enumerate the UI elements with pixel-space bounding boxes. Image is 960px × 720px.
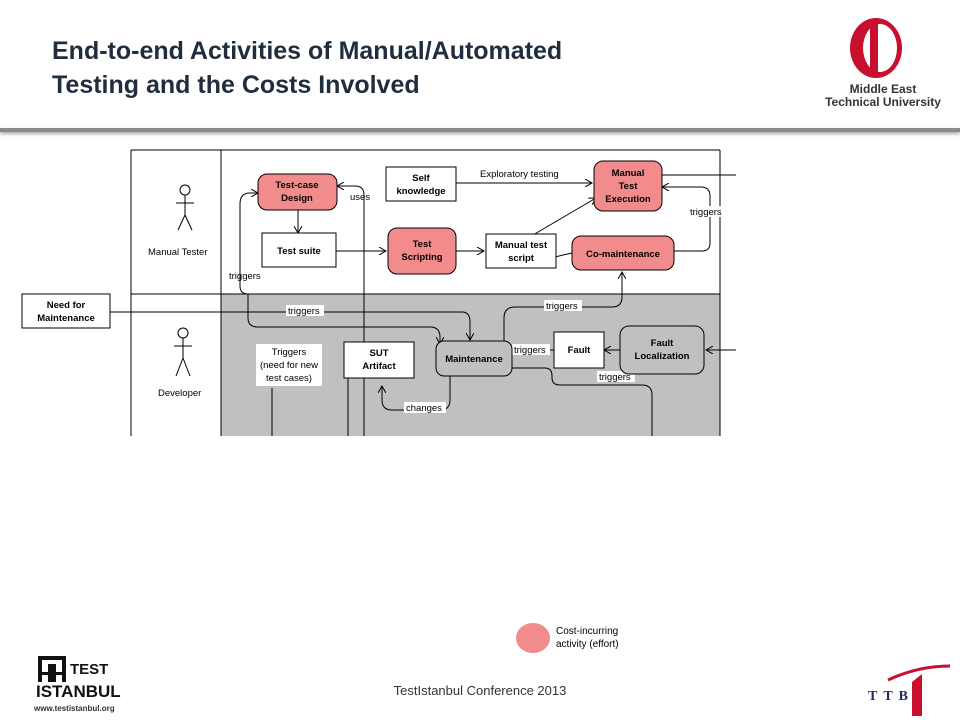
metu-name-line-2: Technical University [825, 95, 941, 109]
node-manual-test-execution-line-2: Test [619, 181, 639, 192]
node-sut-artifact-line-2: Artifact [362, 361, 396, 372]
legend-label-line-2: activity (effort) [556, 639, 619, 650]
label-triggers-top: triggers [546, 301, 578, 312]
node-self-knowledge: Self knowledge [385, 166, 457, 202]
node-triggers-note-line-1: Triggers [272, 347, 307, 358]
label-triggers-bottom-bg [597, 371, 635, 382]
node-test-suite: Test suite [261, 232, 337, 268]
node-test-case-design-line-2: Design [281, 193, 313, 204]
node-triggers-note-line-2: (need for new [260, 360, 318, 371]
node-test-case-design-line-1: Test-case [275, 180, 318, 191]
label-triggers-need-bg [286, 305, 324, 316]
node-self-knowledge-line-2: knowledge [396, 186, 445, 197]
node-co-maintenance: Co-maintenance [571, 235, 675, 271]
legend-cost-swatch [516, 623, 550, 653]
developer-label: Developer [158, 388, 201, 399]
slide-footer: TestIstanbul Conference 2013 [393, 683, 567, 698]
node-test-case-design: Test-case Design [257, 173, 338, 211]
node-test-suite-label: Test suite [277, 246, 321, 257]
label-changes-bg [404, 402, 446, 413]
label-triggers-left: triggers [229, 271, 261, 282]
metu-name-line-1: Middle East [849, 82, 917, 96]
node-manual-test-execution-line-1: Manual [612, 168, 645, 179]
node-fault: Fault [553, 331, 605, 369]
ttb-logo-text: TTB [868, 689, 914, 704]
legend-label-line-1: Cost-incurring [556, 626, 619, 637]
testistanbul-test-text: TEST [70, 661, 108, 678]
node-need-for-maintenance-line-1: Need for [47, 300, 86, 311]
label-triggers-fault: triggers [514, 345, 546, 356]
node-test-scripting-line-1: Test [413, 239, 433, 250]
node-need-for-maintenance: Need for Maintenance [21, 293, 111, 329]
testistanbul-logo: TEST ISTANBUL [36, 656, 121, 701]
node-sut-artifact-line-1: SUT [370, 348, 389, 359]
ttb-logo: TTB [868, 664, 951, 716]
metu-logo-bar [870, 20, 878, 76]
node-fault-localization: Fault Localization [619, 325, 705, 375]
title-line-1: End-to-end Activities of Manual/Automate… [52, 37, 563, 65]
node-maintenance: Maintenance [435, 340, 513, 377]
label-triggers-right: triggers [690, 207, 722, 218]
node-manual-test-execution-line-3: Execution [605, 194, 651, 205]
slide-title: End-to-end Activities of Manual/Automate… [52, 34, 772, 102]
node-co-maintenance-label: Co-maintenance [586, 249, 660, 260]
node-fault-label: Fault [568, 345, 592, 356]
node-fault-localization-line-2: Localization [635, 351, 690, 362]
node-sut-artifact: SUT Artifact [343, 341, 415, 379]
metu-name: Middle East Technical University [818, 83, 948, 109]
label-changes: changes [406, 403, 442, 414]
testistanbul-url: www.testistanbul.org [34, 704, 115, 713]
node-manual-test-execution: Manual Test Execution [593, 160, 663, 212]
label-triggers-top-bg [544, 300, 582, 311]
label-triggers-fault-bg [512, 344, 550, 355]
node-fault-localization-line-1: Fault [651, 338, 675, 349]
label-triggers-bottom: triggers [599, 372, 631, 383]
node-manual-test-script-line-1: Manual test [495, 240, 548, 251]
title-line-2: Testing and the Costs Involved [52, 71, 420, 99]
node-triggers-note-line-3: test cases) [266, 373, 312, 384]
label-triggers-right-bg [688, 206, 726, 217]
node-triggers-note: Triggers (need for new test cases) [256, 344, 322, 386]
node-manual-test-script: Manual test script [485, 233, 557, 269]
node-maintenance-label: Maintenance [445, 354, 503, 365]
label-exploratory-testing: Exploratory testing [480, 169, 559, 180]
node-need-for-maintenance-line-2: Maintenance [37, 313, 95, 324]
metu-logo [850, 18, 902, 78]
label-triggers-need: triggers [288, 306, 320, 317]
manual-tester-label: Manual Tester [148, 247, 208, 258]
node-test-scripting-line-2: Scripting [401, 252, 442, 263]
title-divider [0, 128, 960, 132]
testistanbul-istanbul-text: ISTANBUL [36, 682, 121, 701]
node-test-scripting: Test Scripting [387, 227, 457, 275]
manual-tester-actor [176, 184, 194, 231]
label-uses: uses [350, 192, 370, 203]
developer-actor [174, 327, 192, 377]
node-self-knowledge-line-1: Self [412, 173, 430, 184]
node-manual-test-script-line-2: script [508, 253, 535, 264]
legend-label: Cost-incurring activity (effort) [556, 625, 676, 651]
